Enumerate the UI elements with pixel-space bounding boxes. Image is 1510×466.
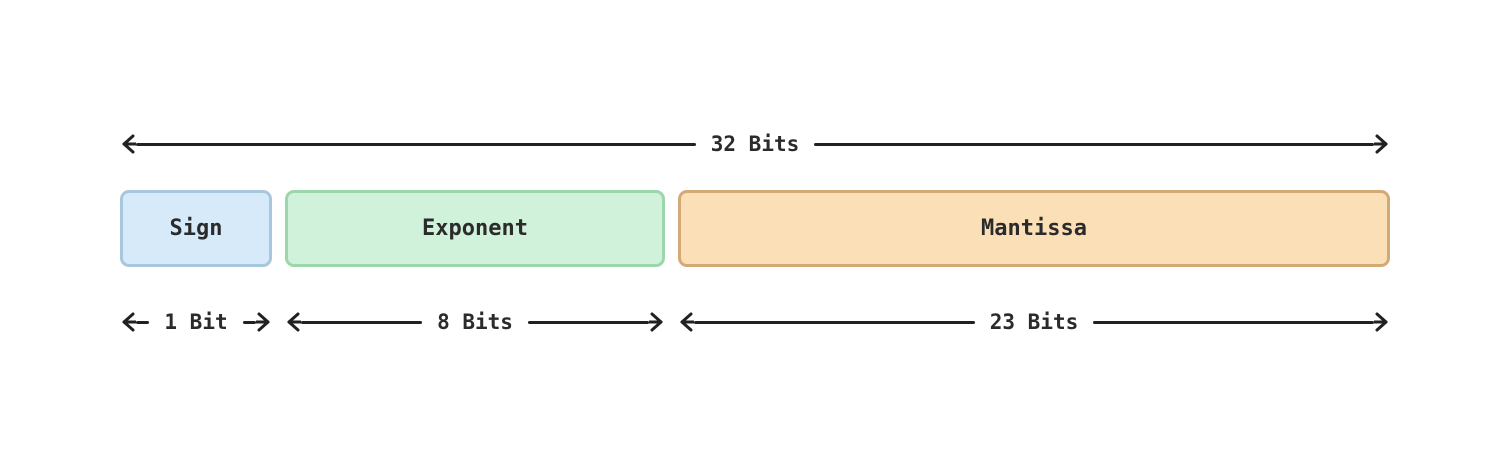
exponent-bits-arrow: 8 Bits xyxy=(285,310,665,334)
arrow-line xyxy=(242,320,256,324)
exponent-box-label: Exponent xyxy=(422,216,528,241)
exponent-bits-label: 8 Bits xyxy=(437,310,513,334)
total-bits-arrow: 32 Bits xyxy=(120,132,1390,156)
sign-bits-label: 1 Bit xyxy=(164,310,228,334)
arrow-head-right-icon xyxy=(1374,134,1388,154)
arrow-head-left-icon xyxy=(122,312,136,332)
sign-bits-arrow: 1 Bit xyxy=(120,310,272,334)
mantissa-bits-arrow: 23 Bits xyxy=(678,310,1390,334)
mantissa-box-label: Mantissa xyxy=(981,216,1087,241)
arrow-line xyxy=(814,142,1375,146)
arrow-head-left-icon xyxy=(680,312,694,332)
arrow-line xyxy=(694,320,975,324)
arrow-line xyxy=(136,142,696,146)
mantissa-box: Mantissa xyxy=(678,190,1390,267)
arrow-head-right-icon xyxy=(1374,312,1388,332)
field-bits-arrow-row: 1 Bit 8 Bits 23 Bits xyxy=(120,310,1390,334)
arrow-line xyxy=(527,320,650,324)
arrow-line xyxy=(136,320,150,324)
total-bits-label: 32 Bits xyxy=(710,132,800,156)
arrow-line xyxy=(301,320,423,324)
arrow-line xyxy=(1093,320,1375,324)
sign-box: Sign xyxy=(120,190,272,267)
mantissa-bits-label: 23 Bits xyxy=(989,310,1079,334)
arrow-head-left-icon xyxy=(122,134,136,154)
arrow-head-left-icon xyxy=(287,312,301,332)
sign-box-label: Sign xyxy=(169,216,223,241)
arrow-head-right-icon xyxy=(649,312,663,332)
bit-field-row: Sign Exponent Mantissa xyxy=(120,190,1390,267)
arrow-head-right-icon xyxy=(256,312,270,332)
exponent-box: Exponent xyxy=(285,190,665,267)
